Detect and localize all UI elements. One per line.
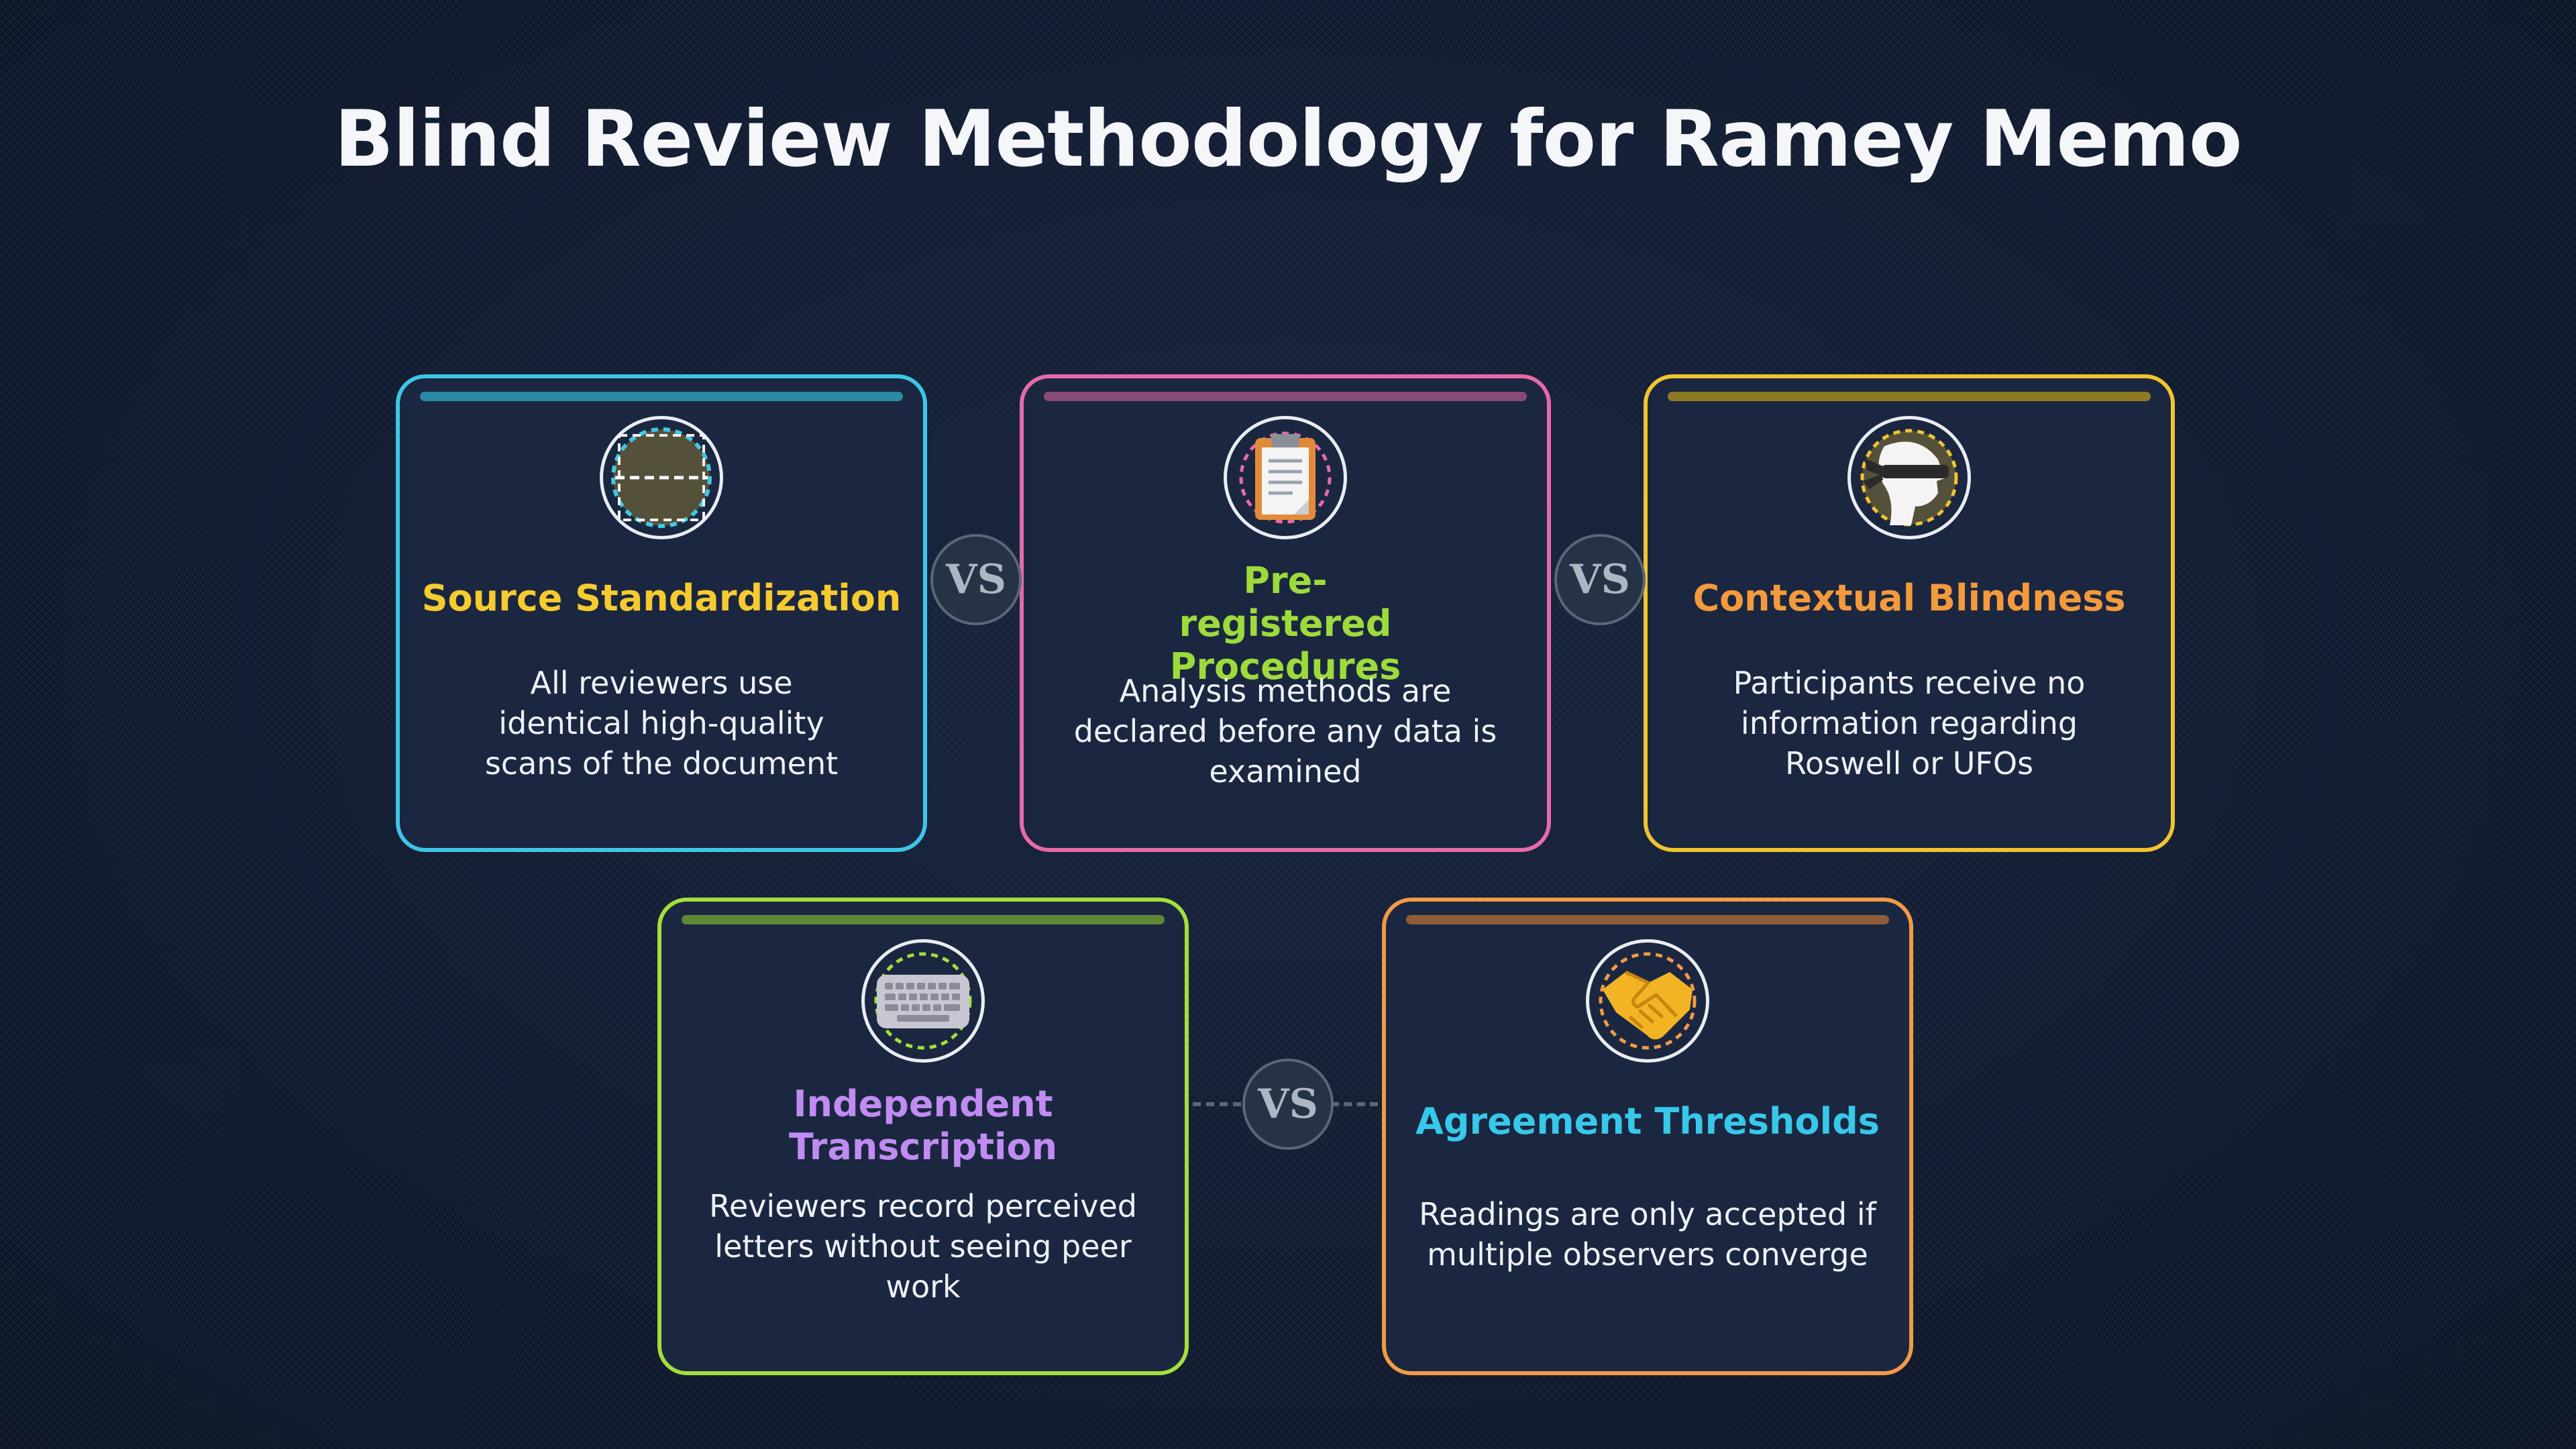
card-accent-bar bbox=[1668, 392, 2151, 401]
handshake-icon bbox=[1586, 939, 1709, 1063]
card-source-standardization: Source Standardization All reviewers use… bbox=[396, 374, 927, 852]
card-description: Analysis methods are declared before any… bbox=[1073, 673, 1497, 790]
clipboard-icon bbox=[1224, 416, 1347, 539]
page-title: Blind Review Methodology for Ramey Memo bbox=[334, 94, 2242, 184]
connector-line bbox=[1193, 1102, 1241, 1106]
card-title: Source Standardization bbox=[421, 577, 902, 619]
card-contextual-blindness: Contextual Blindness Participants receiv… bbox=[1644, 374, 2175, 852]
card-title: Contextual Blindness bbox=[1693, 577, 2126, 619]
vs-badge: VS bbox=[1554, 534, 1646, 625]
card-accent-bar bbox=[682, 915, 1165, 924]
vs-badge: VS bbox=[930, 534, 1022, 625]
card-agreement-thresholds: Agreement Thresholds Readings are only a… bbox=[1382, 898, 1913, 1375]
card-description: Participants receive no information rega… bbox=[1733, 665, 2086, 782]
card-pre-registered-procedures: Pre-registered Procedures Analysis metho… bbox=[1020, 374, 1551, 852]
connector-line bbox=[1331, 1102, 1378, 1106]
card-description: Reviewers record perceived letters witho… bbox=[709, 1188, 1137, 1305]
vs-badge: VS bbox=[1242, 1059, 1334, 1150]
card-accent-bar bbox=[1406, 915, 1889, 924]
card-independent-transcription: Independent Transcription Reviewers reco… bbox=[657, 898, 1189, 1375]
card-accent-bar bbox=[420, 392, 903, 401]
card-accent-bar bbox=[1044, 392, 1527, 401]
blindfold-icon bbox=[1847, 416, 1971, 539]
card-description: All reviewers use identical high-quality… bbox=[484, 665, 839, 782]
keyboard-icon bbox=[861, 939, 985, 1063]
document-scan-icon bbox=[600, 416, 723, 539]
card-title: Independent Transcription bbox=[788, 1083, 1058, 1168]
card-description: Readings are only accepted if multiple o… bbox=[1419, 1196, 1876, 1273]
card-title: Agreement Thresholds bbox=[1415, 1100, 1880, 1142]
card-title: Pre-registered Procedures bbox=[1169, 559, 1401, 688]
